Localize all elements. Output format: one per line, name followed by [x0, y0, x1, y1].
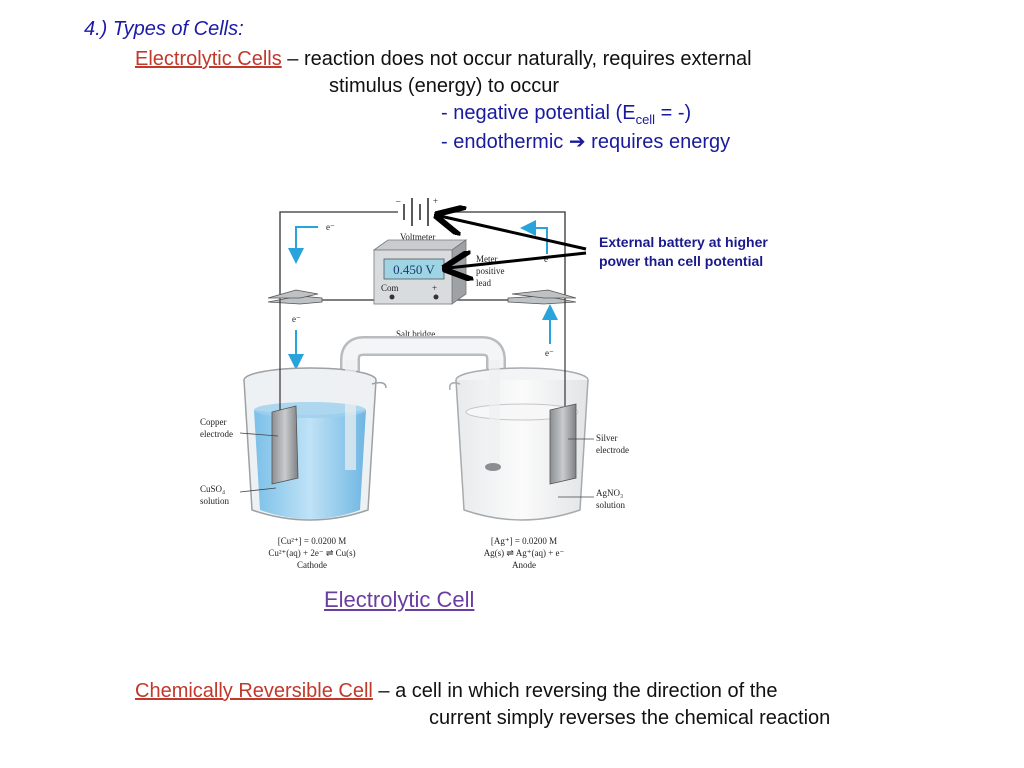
cathode-label: Cathode — [297, 560, 327, 570]
battery-icon: – + — [395, 196, 438, 226]
voltmeter-label: Voltmeter — [400, 232, 435, 242]
reversible-term: Chemically Reversible Cell — [135, 680, 373, 702]
reversible-desc-1: – a cell in which reversing the directio… — [372, 680, 778, 702]
plus-terminal — [433, 294, 439, 300]
bullet-2-text: - endothermic — [441, 131, 569, 153]
section-heading: 4.) Types of Cells: — [84, 18, 244, 40]
voltmeter: Voltmeter 0.450 V Com + Meter positive l… — [372, 232, 505, 305]
clip-left-icon — [267, 289, 323, 305]
electron-label: e⁻ — [544, 254, 553, 264]
electron-label: e⁻ — [545, 348, 554, 358]
meter-reading: 0.450 V — [393, 262, 435, 277]
electron-flow-arrow-top-left — [288, 226, 318, 264]
left-beaker — [243, 300, 387, 521]
electrolytic-desc-1: – reaction does not occur naturally, req… — [281, 48, 752, 70]
bullet-1-end: = -) — [655, 102, 692, 124]
agno3-label-1: AgNO₃ — [596, 488, 623, 498]
bullet-2-end: requires energy — [585, 131, 731, 153]
salt-bridge-tube — [342, 338, 504, 465]
com-label: Com — [381, 283, 399, 293]
electrolytic-bullet-2: - endothermic ➔ requires energy — [441, 129, 730, 154]
electrolytic-definition: Electrolytic Cells – reaction does not o… — [135, 48, 752, 71]
copper-electrode-label-1: Copper — [200, 417, 227, 427]
plus-terminal-label: + — [432, 283, 437, 293]
salt-bridge-label: Salt bridge — [396, 329, 435, 339]
cathode-concentration: [Cu²⁺] = 0.0200 M — [278, 536, 347, 546]
anode-label: Anode — [512, 560, 536, 570]
electron-label: e⁻ — [326, 222, 335, 232]
callout-arrow-battery — [440, 216, 587, 251]
meter-lead-label-1: Meter — [476, 254, 498, 264]
reversible-definition: Chemically Reversible Cell – a cell in w… — [135, 680, 778, 703]
right-beaker — [448, 300, 589, 521]
com-terminal — [389, 294, 395, 300]
reversible-desc-2: current simply reverses the chemical rea… — [429, 707, 831, 729]
battery-plus-label: + — [433, 196, 438, 206]
silver-electrode — [549, 403, 577, 485]
copper-electrode — [271, 405, 299, 485]
callout-line-1: External battery at higher — [599, 234, 768, 250]
copper-electrode-label-2: electrode — [200, 429, 233, 439]
anode-concentration: [Ag⁺] = 0.0200 M — [491, 536, 557, 546]
bullet-1-text: - negative potential (E — [441, 102, 636, 124]
silver-electrode-label-2: electrode — [596, 445, 629, 455]
meter-lead-label-3: lead — [476, 278, 491, 288]
diagram-caption: Electrolytic Cell — [324, 587, 475, 612]
electrolytic-desc-2: stimulus (energy) to occur — [329, 75, 560, 97]
clip-right-icon — [507, 289, 577, 305]
agno3-label-2: solution — [596, 500, 626, 510]
battery-minus-label: – — [395, 196, 401, 206]
arrow-icon: ➔ — [568, 131, 586, 153]
silver-electrode-label-1: Silver — [596, 433, 618, 443]
electrolytic-bullet-1: - negative potential (Ecell = -) — [441, 102, 691, 127]
cuso4-label-2: solution — [200, 496, 230, 506]
bullet-1-subscript: cell — [635, 112, 656, 127]
callout-arrow-meter — [448, 253, 587, 268]
electron-flow-arrow-top-right — [520, 220, 548, 254]
electrolytic-term: Electrolytic Cells — [135, 48, 282, 70]
battery-callout: External battery at higher power than ce… — [599, 233, 768, 271]
electrolytic-cell-diagram: – + e⁻ e⁻ e⁻ e⁻ Voltmeter 0.450 V Com + … — [200, 196, 629, 570]
anode-reaction: Ag(s) ⇌ Ag⁺(aq) + e⁻ — [484, 548, 565, 558]
cuso4-label-1: CuSO₄ — [200, 484, 225, 494]
callout-line-2: power than cell potential — [599, 253, 764, 269]
meter-lead-label-2: positive — [476, 266, 505, 276]
cathode-reaction: Cu²⁺(aq) + 2e⁻ ⇌ Cu(s) — [268, 548, 355, 558]
electron-label: e⁻ — [292, 314, 301, 324]
